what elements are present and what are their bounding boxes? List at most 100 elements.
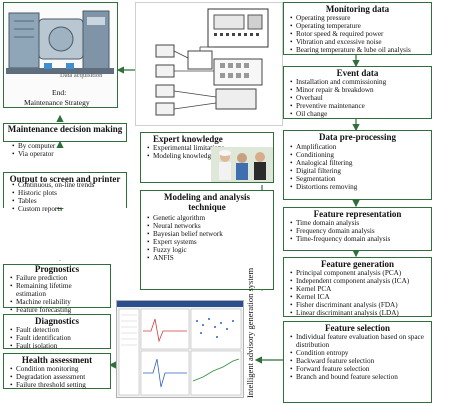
list-item: Operating pressure [290, 14, 431, 22]
experts-photo [211, 147, 273, 182]
monitoring-data-box: Monitoring data Operating pressure Opera… [283, 2, 432, 55]
list-item: Bearing temperature & lube oil analysis [290, 46, 431, 54]
list-item: Tables [12, 197, 94, 205]
list-item: Rotor speed & required power [290, 30, 431, 38]
list-item: Vibration and excessive noise [290, 38, 431, 46]
list-item: Time-frequency domain analysis [290, 235, 431, 243]
modeling-technique-list: Genetic algorithm Neural networks Bayesi… [141, 214, 273, 262]
software-window-illustration [117, 301, 243, 396]
list-item: Custom reports [12, 205, 94, 213]
data-acquisition-caption: Data acquisition [60, 72, 103, 79]
health-assessment-list: Condition monitoring Degradation assessm… [4, 365, 110, 389]
list-item: Overhaul [290, 94, 431, 102]
list-item: Oil change [290, 110, 431, 118]
list-item: Fault isolation [10, 342, 110, 350]
prognostics-title: Prognostics [34, 264, 80, 274]
list-item: Genetic algorithm [147, 214, 273, 222]
list-item: Via operator [12, 150, 55, 158]
list-item: Bayesian belief network [147, 230, 273, 238]
list-item: Amplification [290, 143, 431, 151]
expert-knowledge-list: Experimental limitations Modeling knowle… [141, 144, 273, 160]
modeling-technique-title: Modeling and analysis technique [163, 192, 251, 212]
list-item: Fuzzy logic [147, 246, 273, 254]
list-item: Minor repair & breakdown [290, 86, 431, 94]
modeling-technique-box: Modeling and analysis technique Genetic … [140, 190, 274, 290]
machine-photo: Data acquisition End: Maintenance Strate… [3, 2, 118, 108]
list-item: Conditioning [290, 151, 431, 159]
list-item: Kernel ICA [290, 293, 431, 301]
list-item: Backward feature selection [290, 357, 431, 365]
feature-selection-list: Individual feature evaluation based on s… [284, 333, 431, 381]
feature-selection-title: Feature selection [324, 323, 391, 333]
data-acquisition-schematic [135, 2, 283, 126]
list-item: Continuous, on-line trends [12, 181, 94, 189]
list-item: Degradation assessment [10, 373, 110, 381]
expert-knowledge-title: Expert knowledge [153, 134, 223, 144]
list-item: Branch and bound feature selection [290, 373, 431, 381]
list-item: Distortions removing [290, 183, 431, 191]
diagnostics-title: Diagnostics [34, 316, 79, 326]
list-item: Individual feature evaluation based on s… [290, 333, 428, 349]
event-data-title: Event data [336, 68, 379, 78]
list-item: Kernel PCA [290, 285, 431, 293]
list-item: Failure prediction [10, 274, 110, 282]
sensor-network-illustration [155, 8, 269, 116]
data-preprocessing-list: Amplification Conditioning Analogical fi… [284, 143, 431, 191]
list-item: Failure threshold setting [10, 381, 110, 389]
monitoring-data-title: Monitoring data [325, 4, 390, 14]
list-item: Modeling knowledge [147, 152, 273, 160]
event-data-box: Event data Installation and commissionin… [283, 66, 432, 119]
feature-generation-title: Feature generation [320, 259, 395, 269]
list-item: Condition monitoring [10, 365, 110, 373]
maintenance-decision-list: By computer Via operator [6, 142, 55, 158]
health-assessment-title: Health assessment [21, 355, 93, 365]
output-list: Continuous, on-line trends Historic plot… [6, 181, 94, 213]
feature-representation-title: Feature representation [313, 209, 402, 219]
prognostics-panel: Prognostics Failure prediction Remaining… [3, 264, 111, 314]
list-item: Operating temperature [290, 22, 431, 30]
health-assessment-box: Health assessment Condition monitoring D… [3, 353, 111, 389]
list-item: Forward feature selection [290, 365, 431, 373]
list-item: Preventive maintenance [290, 102, 431, 110]
list-item: Time domain analysis [290, 219, 431, 227]
expert-knowledge-box: Expert knowledge Experimental limitation… [140, 132, 274, 183]
maintenance-decision-box: Maintenance decision making [3, 123, 127, 142]
list-item: Independent component analysis (ICA) [290, 277, 431, 285]
list-item: Condition entropy [290, 349, 431, 357]
list-item: Principal component analysis (PCA) [290, 269, 431, 277]
advisory-system-label: Intelligent advisory generation system [245, 267, 255, 398]
feature-selection-box: Feature selection Individual feature eva… [283, 321, 432, 403]
list-item: Frequency domain analysis [290, 227, 431, 235]
list-item: Historic plots [12, 189, 94, 197]
list-item: Installation and commissioning [290, 78, 431, 86]
list-item: Machine reliability [10, 298, 110, 306]
list-item: Neural networks [147, 222, 273, 230]
diagnostics-list: Fault detection Fault identification Fau… [4, 326, 110, 350]
data-preprocessing-box: Data pre-processing Amplification Condit… [283, 130, 432, 200]
feature-generation-box: Feature generation Principal component a… [283, 257, 432, 317]
maintenance-strategy-label: Maintenance Strategy [24, 98, 90, 107]
list-item: Remaining lifetime estimation [10, 282, 96, 298]
list-item: Fault identification [10, 334, 110, 342]
list-item: Experimental limitations [147, 144, 273, 152]
list-item: Digital filtering [290, 167, 431, 175]
compressor-illustration [6, 10, 114, 74]
monitoring-data-list: Operating pressure Operating temperature… [284, 14, 431, 54]
list-item: Analogical filtering [290, 159, 431, 167]
list-item: Linear discriminant analysis (LDA) [290, 309, 431, 317]
advisory-software-screenshot [116, 300, 244, 398]
list-item: Feature forecasting [10, 306, 110, 314]
output-title: Output to screen and printer [9, 174, 121, 184]
feature-generation-list: Principal component analysis (PCA) Indep… [284, 269, 431, 317]
list-item: Fisher discriminant analysis (FDA) [290, 301, 431, 309]
end-label: End: [52, 88, 67, 97]
list-item: ANFIS [147, 254, 273, 262]
list-item: Fault detection [10, 326, 110, 334]
diagnostics-box: Diagnostics Fault detection Fault identi… [3, 314, 111, 350]
maintenance-decision-title: Maintenance decision making [7, 124, 123, 134]
prognostics-list: Failure prediction Remaining lifetime es… [4, 274, 110, 314]
feature-representation-box: Feature representation Time domain analy… [283, 207, 432, 251]
data-preprocessing-title: Data pre-processing [319, 132, 396, 142]
list-item: Segmentation [290, 175, 431, 183]
